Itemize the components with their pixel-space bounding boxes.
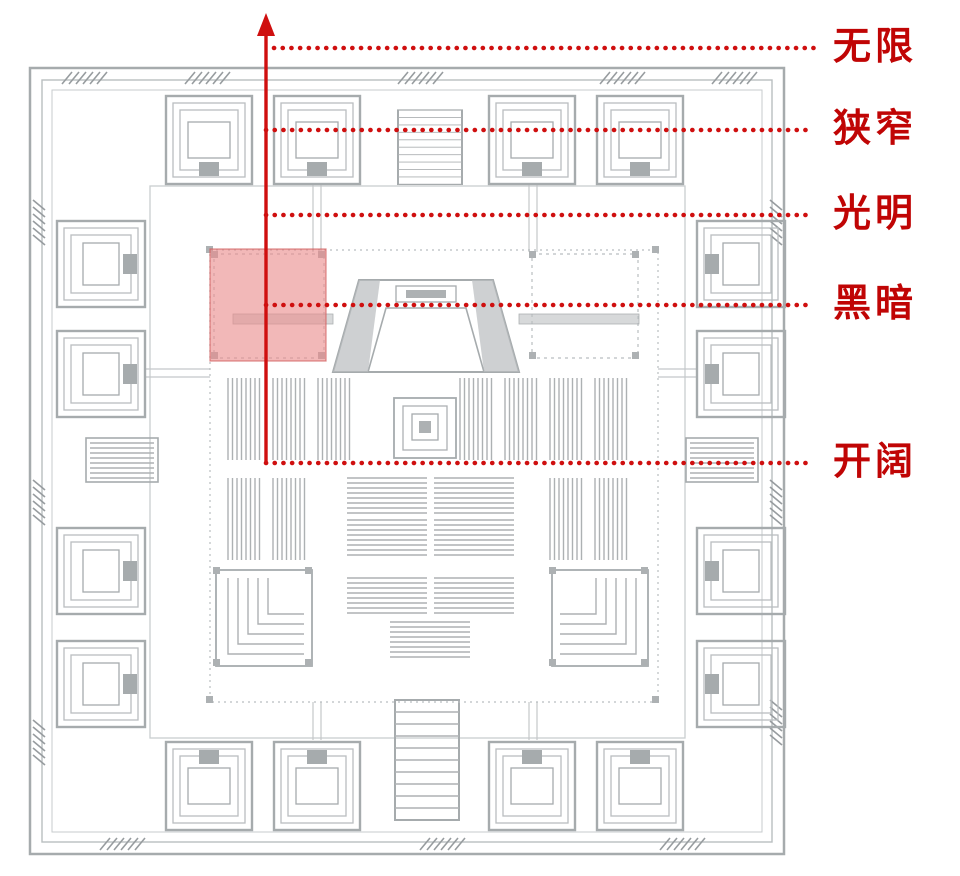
arrow-head: [257, 13, 275, 36]
floor-plan: [28, 66, 787, 856]
central-pavilion: [393, 397, 457, 459]
zone-label-open: 开阔: [833, 441, 918, 483]
zone-label-dark: 黑暗: [833, 283, 918, 325]
axis-arrow: [257, 13, 275, 464]
zone-label-infinite: 无限: [833, 26, 918, 68]
zone-label-bright: 光明: [833, 193, 918, 235]
dotted-guides: [263, 45, 817, 466]
zone-label-narrow: 狭窄: [833, 108, 918, 150]
side-grilles: [85, 437, 759, 483]
colonnade-rows: [227, 377, 628, 658]
corner-pavilions: [213, 567, 649, 667]
